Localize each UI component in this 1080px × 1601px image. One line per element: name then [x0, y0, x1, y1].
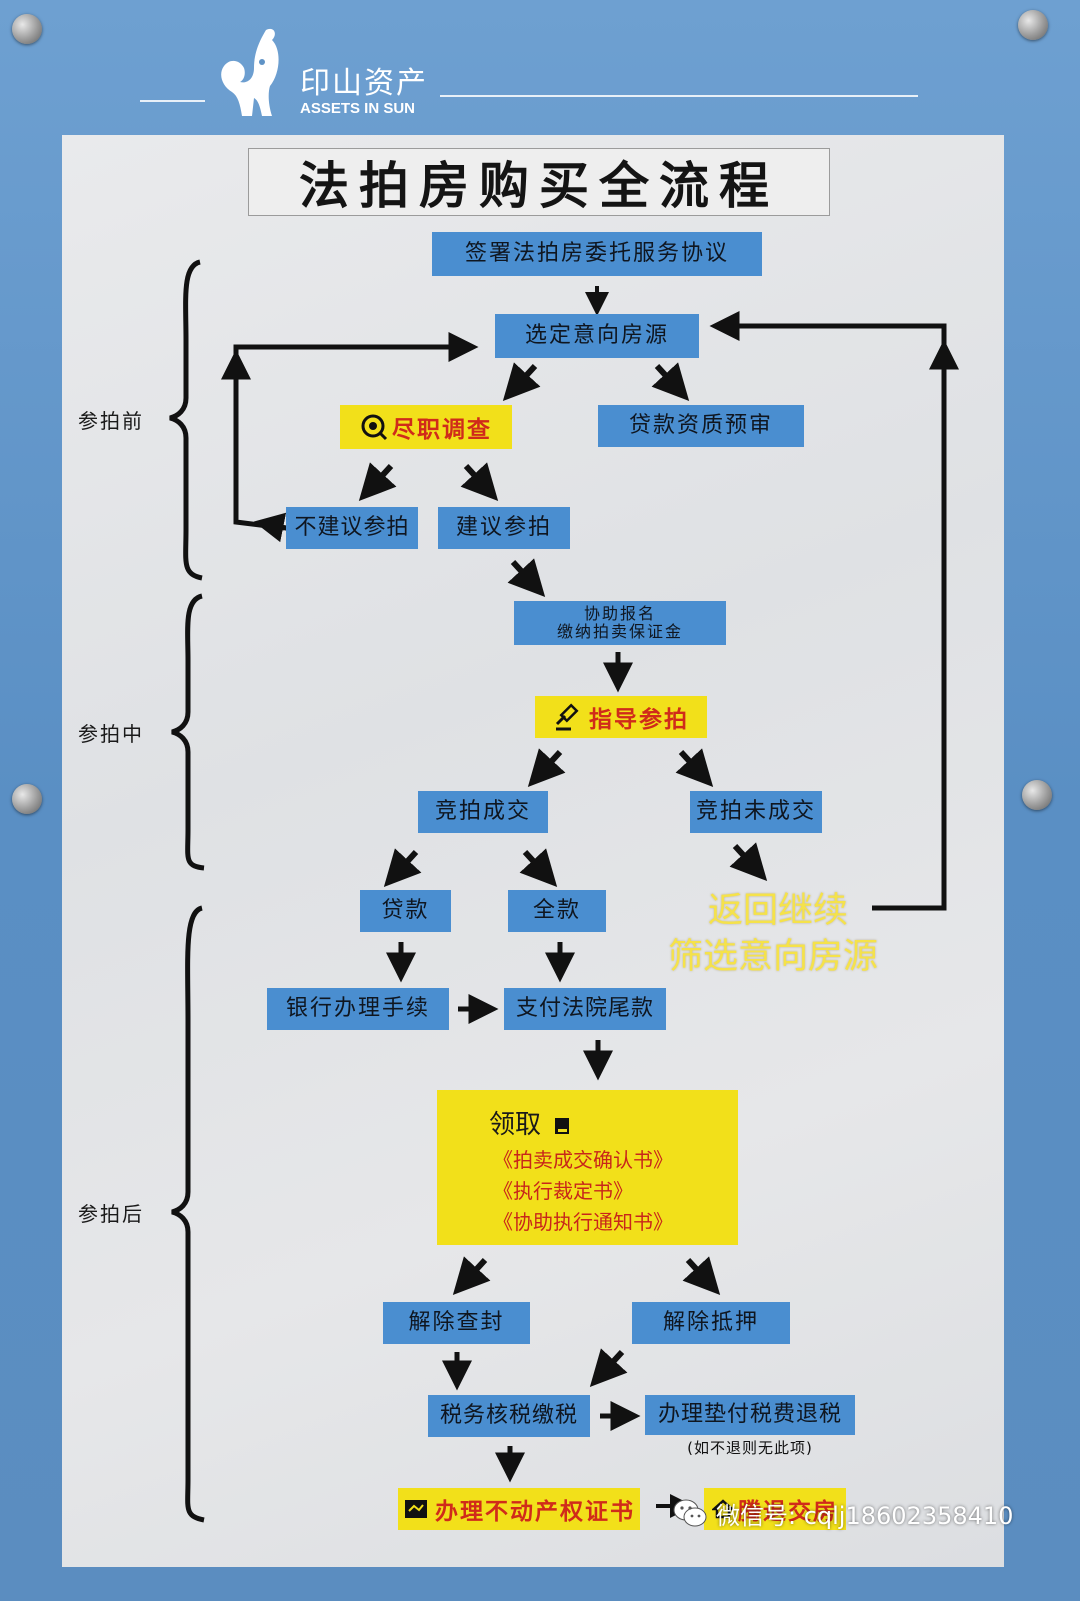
step-tax-refund: 办理垫付税费退税 — [645, 1395, 855, 1435]
arrow-guide-to-fail — [675, 748, 714, 788]
header-line-right — [440, 95, 918, 97]
brace-during — [171, 593, 205, 871]
step-handover: 腾退交房 — [704, 1488, 846, 1530]
documents-heading: 领取 — [489, 1104, 571, 1141]
screw-top-right — [1018, 10, 1048, 40]
document-item: 《协助执行通知书》 — [493, 1210, 673, 1234]
arrow-documents-to-seal — [452, 1256, 491, 1296]
certificate-icon — [405, 1500, 427, 1518]
screw-mid-left — [12, 784, 42, 814]
handover-label: 腾退交房 — [738, 1499, 838, 1525]
guide-bidding-label: 指导参拍 — [589, 707, 689, 733]
header-line-left — [140, 100, 205, 102]
step-bid-fail: 竞拍未成交 — [690, 791, 822, 833]
due-diligence-label: 尽职调查 — [392, 417, 492, 443]
return-note-line2: 筛选意向房源 — [668, 937, 879, 977]
page-title: 法拍房购买全流程 — [248, 148, 830, 216]
return-note-line1: 返回继续 — [708, 891, 849, 931]
arrow-diligence-to-recommended — [460, 462, 499, 502]
house-icon — [712, 1499, 734, 1519]
brand-name-en: ASSETS IN SUN — [300, 100, 416, 117]
step-full-payment: 全款 — [508, 890, 606, 932]
document-item: 《执行裁定书》 — [493, 1179, 633, 1203]
gavel-icon — [555, 703, 579, 731]
step-not-recommended: 不建议参拍 — [286, 507, 418, 549]
step-pay-court-balance: 支付法院尾款 — [504, 988, 666, 1030]
elephant-logo-icon — [221, 28, 279, 116]
step-due-diligence: 尽职调查 — [340, 405, 512, 449]
brace-before — [169, 259, 203, 581]
step-loan-precheck: 贷款资质预审 — [598, 405, 804, 447]
screw-mid-right — [1022, 780, 1052, 810]
assist-register-line1: 协助报名 — [583, 603, 656, 623]
property-certificate-label: 办理不动产权证书 — [435, 1499, 635, 1525]
wechat-watermark: 微信号: cqlj18602358410 — [672, 1493, 1013, 1533]
arrow-select-to-diligence — [502, 362, 541, 402]
tax-refund-note: (如不退则无此项) — [687, 1439, 813, 1457]
brace-after — [171, 905, 205, 1523]
step-bank-procedures: 银行办理手续 — [267, 988, 449, 1030]
screw-top-left — [12, 14, 42, 44]
assist-register-line2: 缴纳拍卖保证金 — [556, 622, 683, 641]
step-assist-register: 协助报名 缴纳拍卖保证金 — [514, 601, 726, 645]
arrow-documents-to-mortgage — [682, 1256, 721, 1296]
step-property-certificate: 办理不动产权证书 — [398, 1488, 640, 1530]
stage-label-during: 参拍中 — [78, 722, 144, 746]
arrow-success-to-full — [519, 848, 558, 888]
stage-label-after: 参拍后 — [78, 1202, 144, 1226]
step-select-property: 选定意向房源 — [495, 314, 699, 358]
arrow-diligence-to-not — [358, 462, 397, 502]
step-loan: 贷款 — [360, 890, 451, 932]
step-recommended: 建议参拍 — [438, 507, 570, 549]
step-release-mortgage: 解除抵押 — [632, 1302, 790, 1344]
arrow-recommended-to-register — [507, 558, 546, 598]
step-release-seal: 解除查封 — [383, 1302, 530, 1344]
arrow-success-to-loan — [383, 848, 422, 888]
arrow-guide-to-success — [527, 748, 566, 788]
magnifier-icon — [361, 414, 388, 441]
step-bid-success: 竞拍成交 — [418, 791, 548, 833]
brand-name-cn: 印山资产 — [300, 66, 428, 101]
stage-label-before: 参拍前 — [78, 409, 144, 433]
arrow-mortgage-to-tax — [589, 1348, 628, 1388]
arrow-loop-bid-fail — [709, 311, 947, 911]
wechat-icon — [673, 1499, 707, 1527]
step-guide-bidding: 指导参拍 — [535, 696, 707, 738]
book-icon — [555, 1117, 570, 1134]
step-sign-agreement: 签署法拍房委托服务协议 — [432, 232, 762, 276]
document-item: 《拍卖成交确认书》 — [493, 1148, 673, 1172]
step-tax-payment: 税务核税缴税 — [428, 1395, 590, 1437]
arrow-fail-to-return — [729, 842, 768, 882]
arrow-select-to-loan-precheck — [651, 362, 690, 402]
wechat-id: 微信号: cqlj18602358410 — [716, 1501, 1014, 1530]
documents-box: 领取 《拍卖成交确认书》 《执行裁定书》 《协助执行通知书》 — [437, 1090, 738, 1245]
